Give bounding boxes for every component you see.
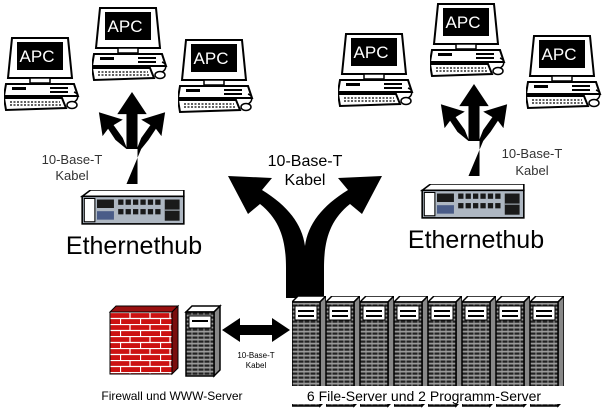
www-server <box>184 304 222 378</box>
pc-workstation: APC <box>4 37 79 111</box>
hub-label-right: Ethernethub <box>408 226 544 254</box>
pc-workstation: APC <box>92 7 167 81</box>
cable-label-right-line2: Kabel <box>515 163 548 178</box>
cable-label-small: 10-Base-T Kabel <box>237 351 274 370</box>
pc-group-left: APC APC APC <box>4 7 253 113</box>
ethernet-hub-right <box>421 184 525 219</box>
cable-label-left-line1: 10-Base-T <box>42 152 103 167</box>
cable-label-center-line1: 10-Base-T <box>268 153 343 170</box>
central-fork-arrow <box>228 176 382 298</box>
pc-workstation: APC <box>430 3 505 77</box>
pc-workstation: APC <box>338 33 413 107</box>
pc-workstation: APC <box>178 39 253 113</box>
pc-label: APC <box>194 49 229 68</box>
pc-label: APC <box>354 43 389 62</box>
pc-group-right: APC APC APC <box>338 3 601 109</box>
trident-arrow-right <box>440 84 508 176</box>
small-double-arrow <box>222 318 290 342</box>
ethernet-hub-left <box>81 190 185 225</box>
hub-label-left: Ethernethub <box>66 232 202 260</box>
servers-label-bg <box>282 386 566 404</box>
trident-arrow-left <box>98 92 166 184</box>
pc-label: APC <box>542 45 577 64</box>
pc-label: APC <box>20 47 55 66</box>
cable-label-small-line1: 10-Base-T <box>237 351 274 360</box>
cable-label-left: 10-Base-T Kabel <box>42 152 103 183</box>
pc-workstation: APC <box>526 35 601 109</box>
servers-label: 6 File-Server und 2 Programm-Server <box>307 388 542 404</box>
cable-label-right-line1: 10-Base-T <box>502 146 563 161</box>
cable-label-small-line2: Kabel <box>246 361 267 370</box>
cable-label-right: 10-Base-T Kabel <box>502 146 563 178</box>
firewall-label-bg <box>98 386 248 404</box>
firewall-label: Firewall und WWW-Server <box>101 389 242 403</box>
firewall <box>108 304 180 376</box>
pc-label: APC <box>446 13 481 32</box>
cable-label-center-line2: Kabel <box>285 172 326 189</box>
pc-label: APC <box>108 17 143 36</box>
cable-label-left-line2: Kabel <box>55 168 88 183</box>
cable-label-center: 10-Base-T Kabel <box>268 153 343 189</box>
